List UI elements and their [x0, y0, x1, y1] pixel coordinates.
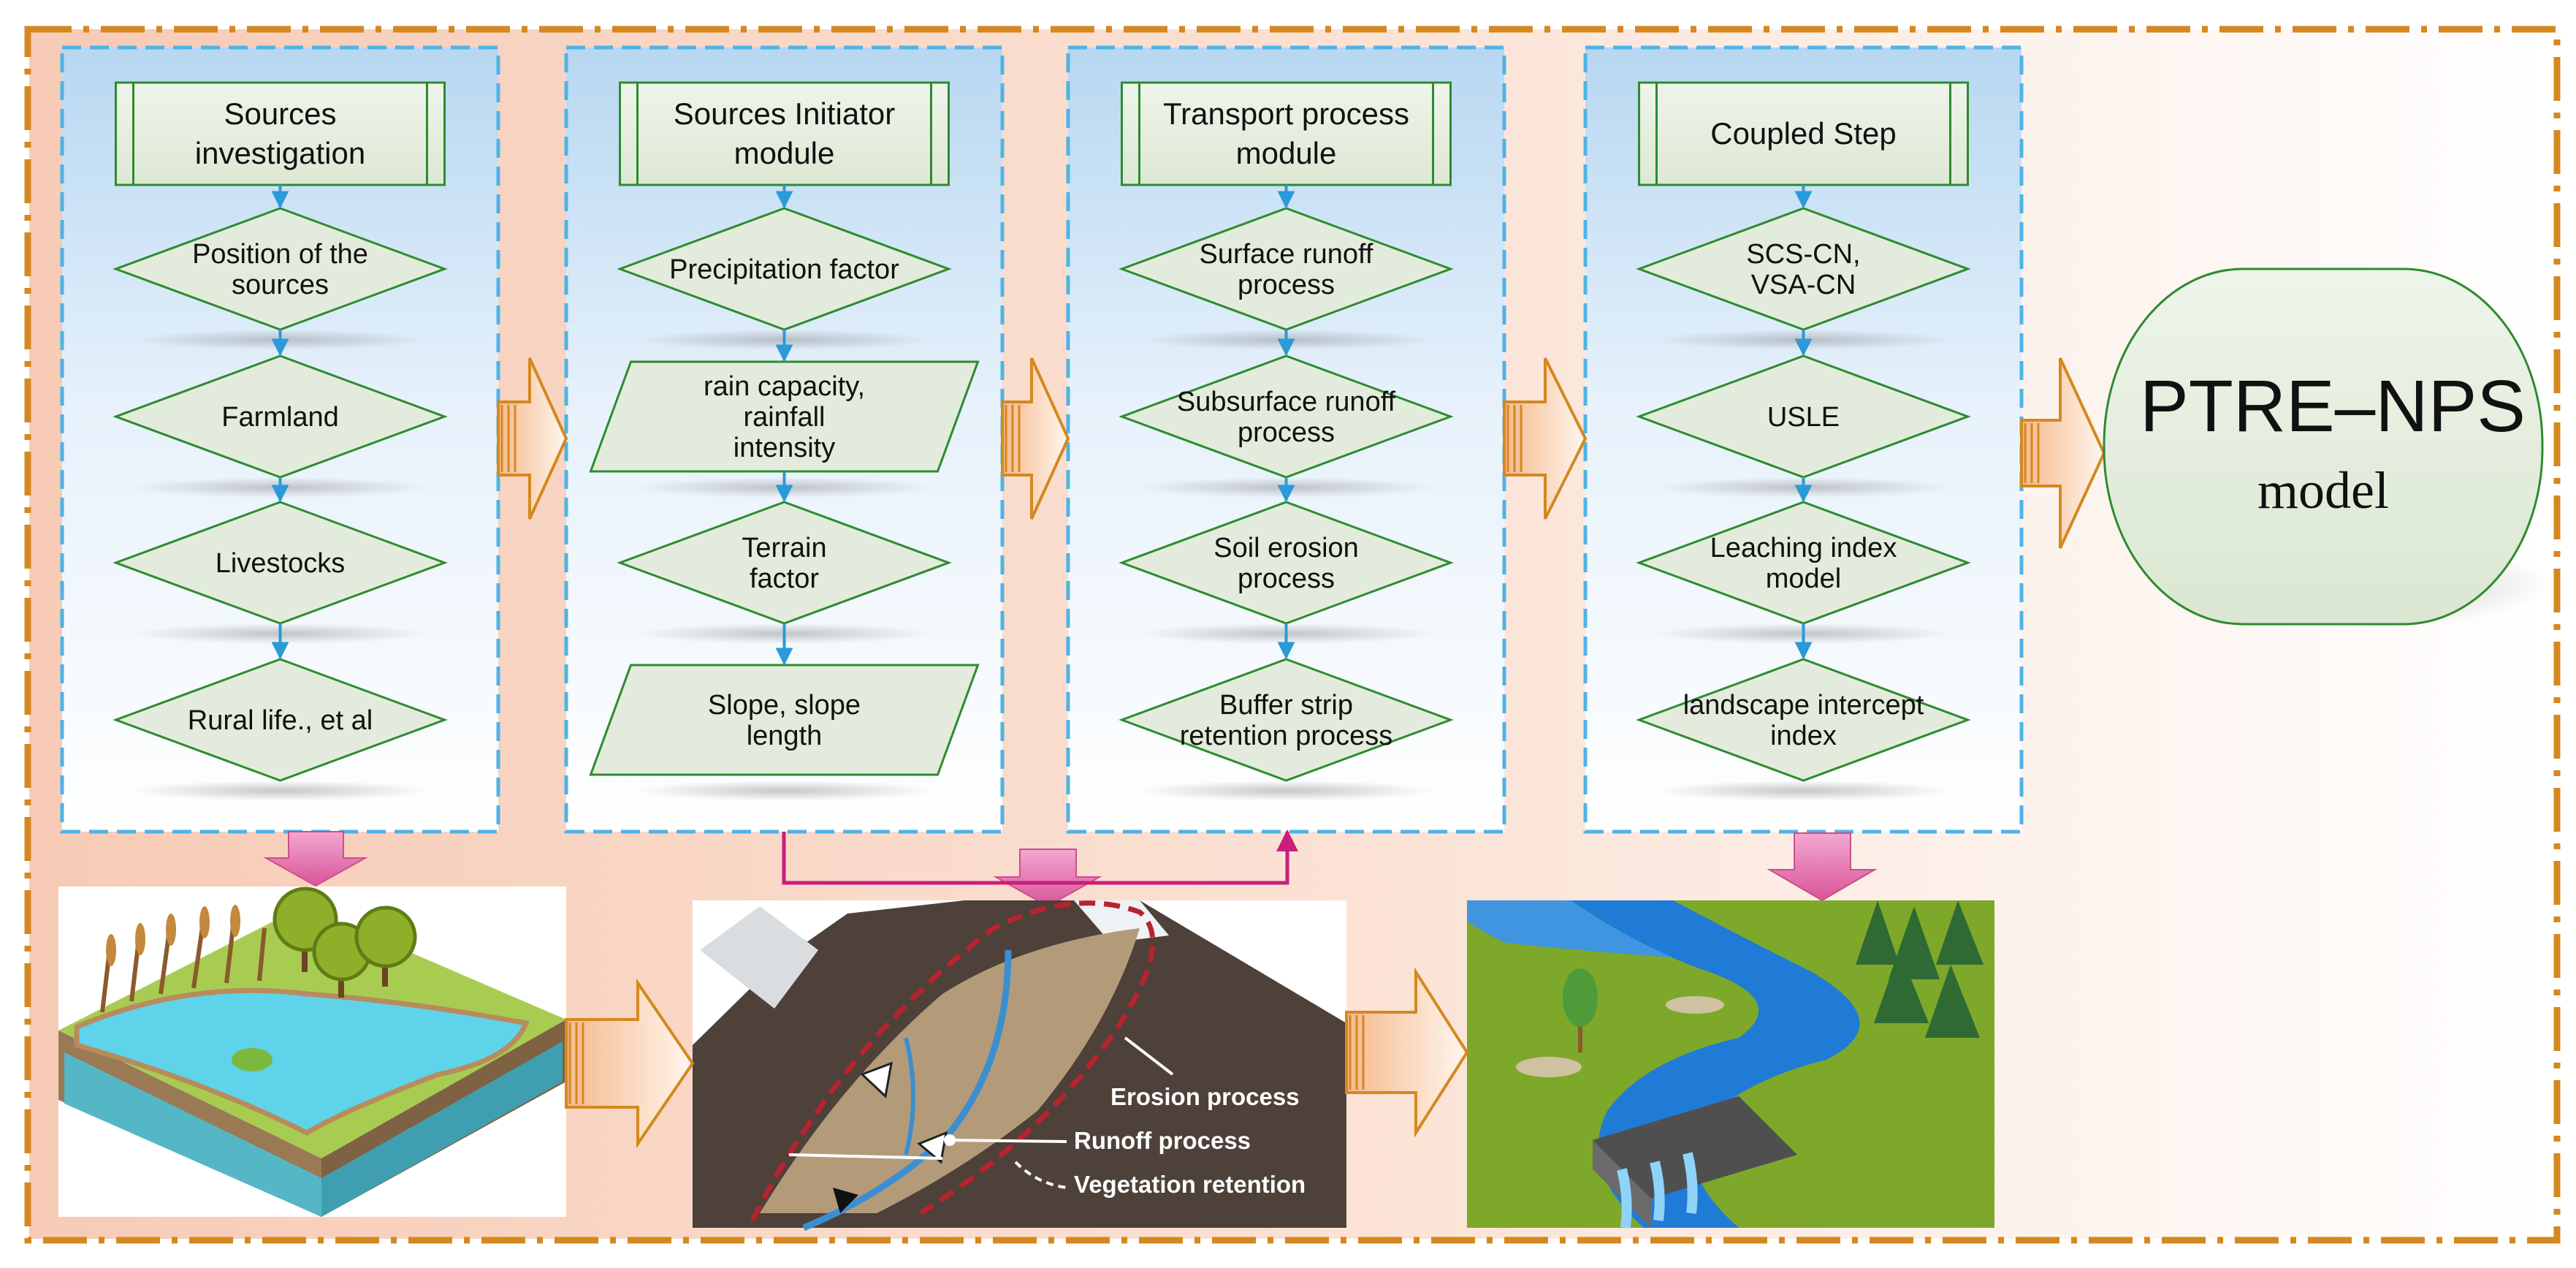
step-text: rainfall: [744, 402, 826, 433]
block-arrow-3-4: [1503, 357, 1588, 520]
block-arrow-4-terminal: [2020, 357, 2106, 549]
step-text: Slope, slope: [708, 690, 861, 721]
magenta-connector: [782, 829, 1298, 885]
pond-illustration: [58, 887, 566, 1217]
step-text: factor: [750, 563, 819, 594]
step-text: sources: [232, 270, 329, 300]
step-text: rain capacity,: [704, 371, 865, 402]
step-text: Farmland: [221, 402, 339, 433]
step-text: Surface runoff: [1199, 239, 1373, 270]
step-text: Rural life., et al: [188, 705, 373, 736]
step-text: SCS-CN,: [1746, 239, 1860, 270]
step-text: Subsurface runoff: [1177, 387, 1396, 417]
step-text: Soil erosion: [1213, 533, 1359, 563]
step-text: USLE: [1767, 402, 1840, 433]
mountain-illustration: Erosion process Runoff process Vegetatio…: [693, 900, 1346, 1231]
label-vegetation-retention: Vegetation retention: [1074, 1171, 1306, 1198]
column-header: Sources investigation: [115, 81, 446, 186]
header-text: Transport process: [1163, 96, 1409, 131]
step-text: landscape intercept: [1683, 690, 1924, 721]
pink-arrow-left: [263, 831, 368, 887]
terminal-node: PTRE–NPS model: [2103, 267, 2550, 629]
column-header: Transport process module: [1121, 81, 1452, 186]
header-text: module: [1236, 136, 1337, 170]
step-text: Livestocks: [216, 548, 345, 579]
header-text: Coupled Step: [1710, 116, 1897, 151]
step-text: retention process: [1180, 721, 1393, 751]
between-column-arrows: [497, 357, 2106, 549]
block-arrow-pond-mountain: [565, 978, 695, 1149]
river-dam-illustration: [1467, 900, 1994, 1229]
header-text: investigation: [195, 136, 365, 170]
pink-arrow-right: [1767, 832, 1878, 902]
step-text: VSA-CN: [1751, 270, 1856, 300]
header-text: module: [734, 136, 835, 170]
bottom-row-arrows: [565, 967, 1469, 1149]
header-text: Sources: [224, 96, 336, 131]
step-text: model: [1766, 563, 1842, 594]
step-text: process: [1238, 270, 1335, 300]
step-text: intensity: [733, 433, 835, 463]
step-text: Leaching index: [1710, 533, 1897, 563]
column-header: Coupled Step: [1638, 81, 1969, 186]
column-header: Sources Initiator module: [619, 81, 950, 186]
pink-arrow-middle: [993, 849, 1102, 908]
step-text: process: [1238, 563, 1335, 594]
step-text: length: [747, 721, 823, 751]
step-1-diamond: SCS-CN,VSA-CN: [1636, 207, 1971, 350]
step-text: Position of the: [192, 239, 368, 270]
step-text: process: [1238, 417, 1335, 448]
terminal-shape: [2103, 267, 2544, 626]
label-runoff-process: Runoff process: [1074, 1127, 1251, 1154]
step-text: Buffer strip: [1219, 690, 1353, 721]
terminal-subtitle: model: [2257, 461, 2389, 520]
terminal-title: PTRE–NPS: [2140, 365, 2526, 447]
label-erosion-process: Erosion process: [1110, 1083, 1300, 1110]
step-text: Terrain: [742, 533, 826, 563]
outer-border: [24, 26, 2561, 1244]
header-text: Sources Initiator: [674, 96, 895, 131]
step-4-diamond: Rural life., et al: [113, 658, 448, 801]
block-arrow-2-3: [1001, 357, 1070, 520]
block-arrow-mountain-river: [1345, 967, 1469, 1138]
block-arrow-1-2: [497, 357, 568, 520]
step-text: Precipitation factor: [669, 254, 899, 285]
step-text: index: [1770, 721, 1837, 751]
